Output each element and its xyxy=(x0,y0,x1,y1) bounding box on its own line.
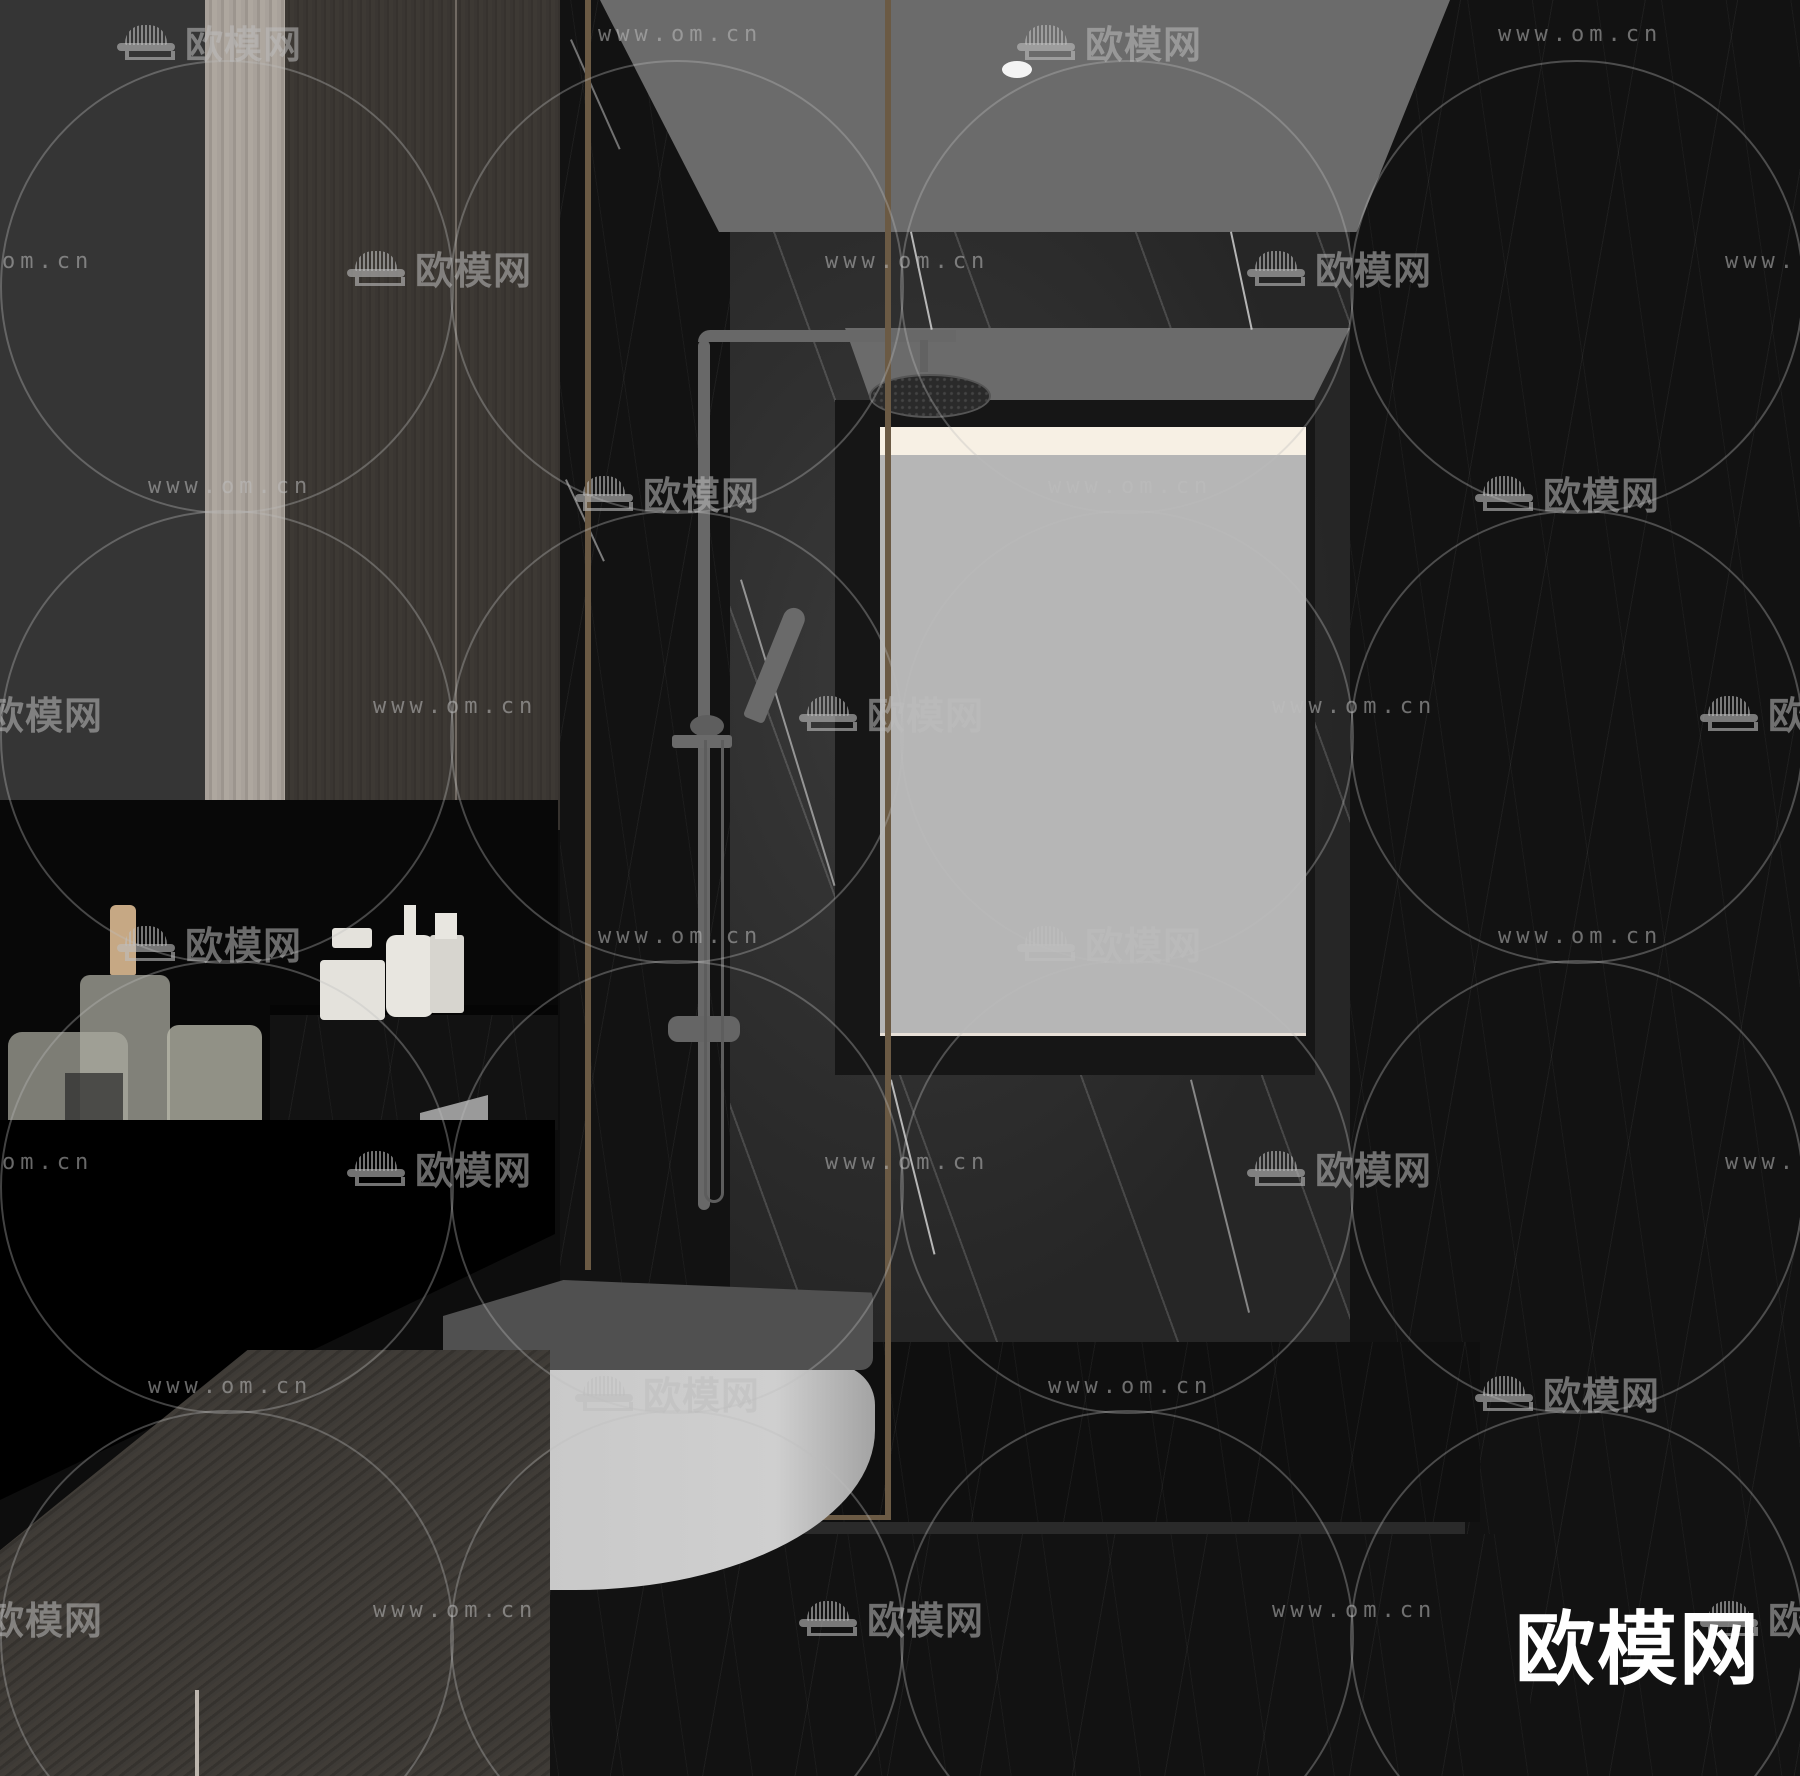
perfume-bottle xyxy=(320,960,385,1020)
shower-arm xyxy=(698,330,956,342)
tall-cabinet-wood-panel xyxy=(205,0,285,800)
window-light-strip xyxy=(880,427,1306,455)
glass-frame-center-post xyxy=(885,0,891,1520)
perfume-cap xyxy=(332,928,372,948)
cabinet-door-seam xyxy=(455,0,457,818)
window-panel xyxy=(880,455,1306,1036)
upper-cabinet-dark-wood xyxy=(285,0,560,830)
brand-watermark-large: 欧模网 xyxy=(1515,1603,1761,1696)
glass-frame-bottom xyxy=(780,1515,891,1520)
shower-hose xyxy=(704,740,724,1203)
shower-floor xyxy=(780,1342,1480,1522)
soap-dispenser-pump xyxy=(110,905,136,975)
vanity-handle xyxy=(195,1690,199,1776)
small-bottle xyxy=(430,935,464,1013)
niche-marble-back xyxy=(270,1010,558,1130)
ceiling xyxy=(600,0,1450,232)
spray-nozzle xyxy=(404,905,416,939)
ceiling-downlight xyxy=(1002,61,1032,78)
shower-slider-bracket xyxy=(690,715,724,737)
spray-bottle xyxy=(386,935,434,1017)
tall-cabinet-grey-door xyxy=(0,0,205,800)
floor-drain-strip xyxy=(780,1522,1465,1534)
glass-frame-left-post xyxy=(585,0,591,1270)
small-bottle-cap xyxy=(435,913,457,939)
storage-jar-label xyxy=(65,1073,123,1128)
shower-arm-drop xyxy=(920,340,928,372)
